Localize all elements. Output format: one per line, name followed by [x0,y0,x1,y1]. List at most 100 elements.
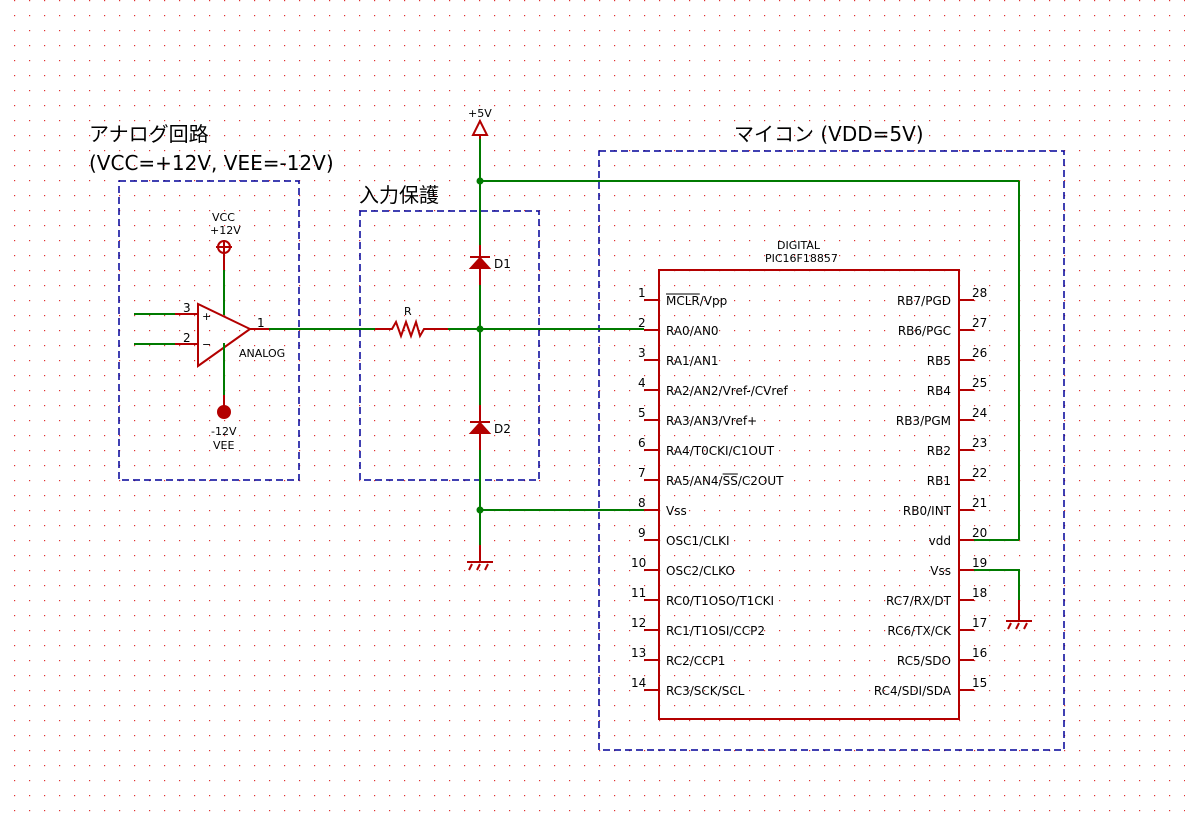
diode-d1-label: D1 [494,257,511,271]
diode-d2[interactable]: D2 [468,405,511,450]
opamp-name: ANALOG [239,347,285,360]
power-arrow-icon [471,118,489,136]
pin-number: 21 [972,496,987,510]
pin-number: 8 [638,496,646,510]
vcc-name: VCC [212,211,235,224]
pin-name: RA4/T0CKI/C1OUT [666,444,775,458]
analog-block-title: アナログ回路 [89,122,209,146]
plus5v-power-symbol[interactable]: +5V [468,107,492,139]
pin-number: 3 [638,346,646,360]
pin-number: 5 [638,406,646,420]
pin-number: 1 [638,286,646,300]
vee-power-symbol[interactable]: -12V VEE [211,395,237,452]
pin-name: RC1/T1OSI/CCP2 [666,624,765,638]
pin-name: RA3/AN3/Vref+ [666,414,757,428]
pin-number: 15 [972,676,987,690]
ground-symbol-right[interactable] [1006,600,1032,630]
pin-name: RC0/T1OSO/T1CKI [666,594,774,608]
opamp-pin-out: 1 [257,316,265,330]
pin-name: RC5/SDO [897,654,951,668]
pin-name: RB1 [927,474,951,488]
junction-5v [476,177,484,185]
pin-name: RB3/PGM [896,414,951,428]
diode-d2-label: D2 [494,422,511,436]
pin-number: 13 [631,646,646,660]
pin-name: RB7/PGD [897,294,951,308]
pin-number: 12 [631,616,646,630]
ic-pic16f18857[interactable]: DIGITAL PIC16F18857 1MCLR/Vpp2RA0/AN03RA… [631,239,987,720]
pin-name: RB6/PGC [898,324,951,338]
opamp-plus-sign: + [202,310,211,323]
resistor-zigzag-icon [375,318,448,339]
pin-name: RC2/CCP1 [666,654,725,668]
pin-name: RA1/AN1 [666,354,719,368]
ic-part: PIC16F18857 [765,252,838,265]
pin-number: 24 [972,406,987,420]
pin-name: RA5/AN4/SS/C2OUT [666,474,784,488]
pin-number: 27 [972,316,987,330]
pin-name: Vss [930,564,951,578]
pin-name: MCLR/Vpp [666,294,727,308]
pin-name: RC4/SDI/SDA [874,684,952,698]
pin-name: RB0/INT [903,504,952,518]
protection-block-box [359,210,540,481]
ground-symbol-left[interactable] [467,545,493,571]
opamp[interactable]: + − 3 2 1 ANALOG [175,301,285,368]
vee-value: -12V [211,425,237,438]
diode-d1[interactable]: D1 [468,245,511,285]
analog-block-box [118,180,300,481]
mcu-block-box [598,150,1065,751]
pin-number: 14 [631,676,646,690]
pin-name: RB4 [927,384,951,398]
vcc-value: +12V [210,224,241,237]
pin-name: Vss [666,504,687,518]
pin-number: 16 [972,646,987,660]
pin-name: RA0/AN0 [666,324,719,338]
plus5v-label: +5V [468,107,492,120]
pin-name: OSC1/CLKI [666,534,730,548]
pin-number: 25 [972,376,987,390]
ic-body [658,269,960,720]
junction-gnd [476,506,484,514]
pin-number: 18 [972,586,987,600]
junction-input [476,325,484,333]
pin-name: RB5 [927,354,951,368]
resistor-r[interactable]: R [375,305,448,339]
resistor-label: R [404,305,412,318]
pin-number: 17 [972,616,987,630]
pin-number: 7 [638,466,646,480]
pin-number: 28 [972,286,987,300]
vcc-power-symbol[interactable]: VCC +12V [210,211,241,270]
vee-name: VEE [213,439,234,452]
